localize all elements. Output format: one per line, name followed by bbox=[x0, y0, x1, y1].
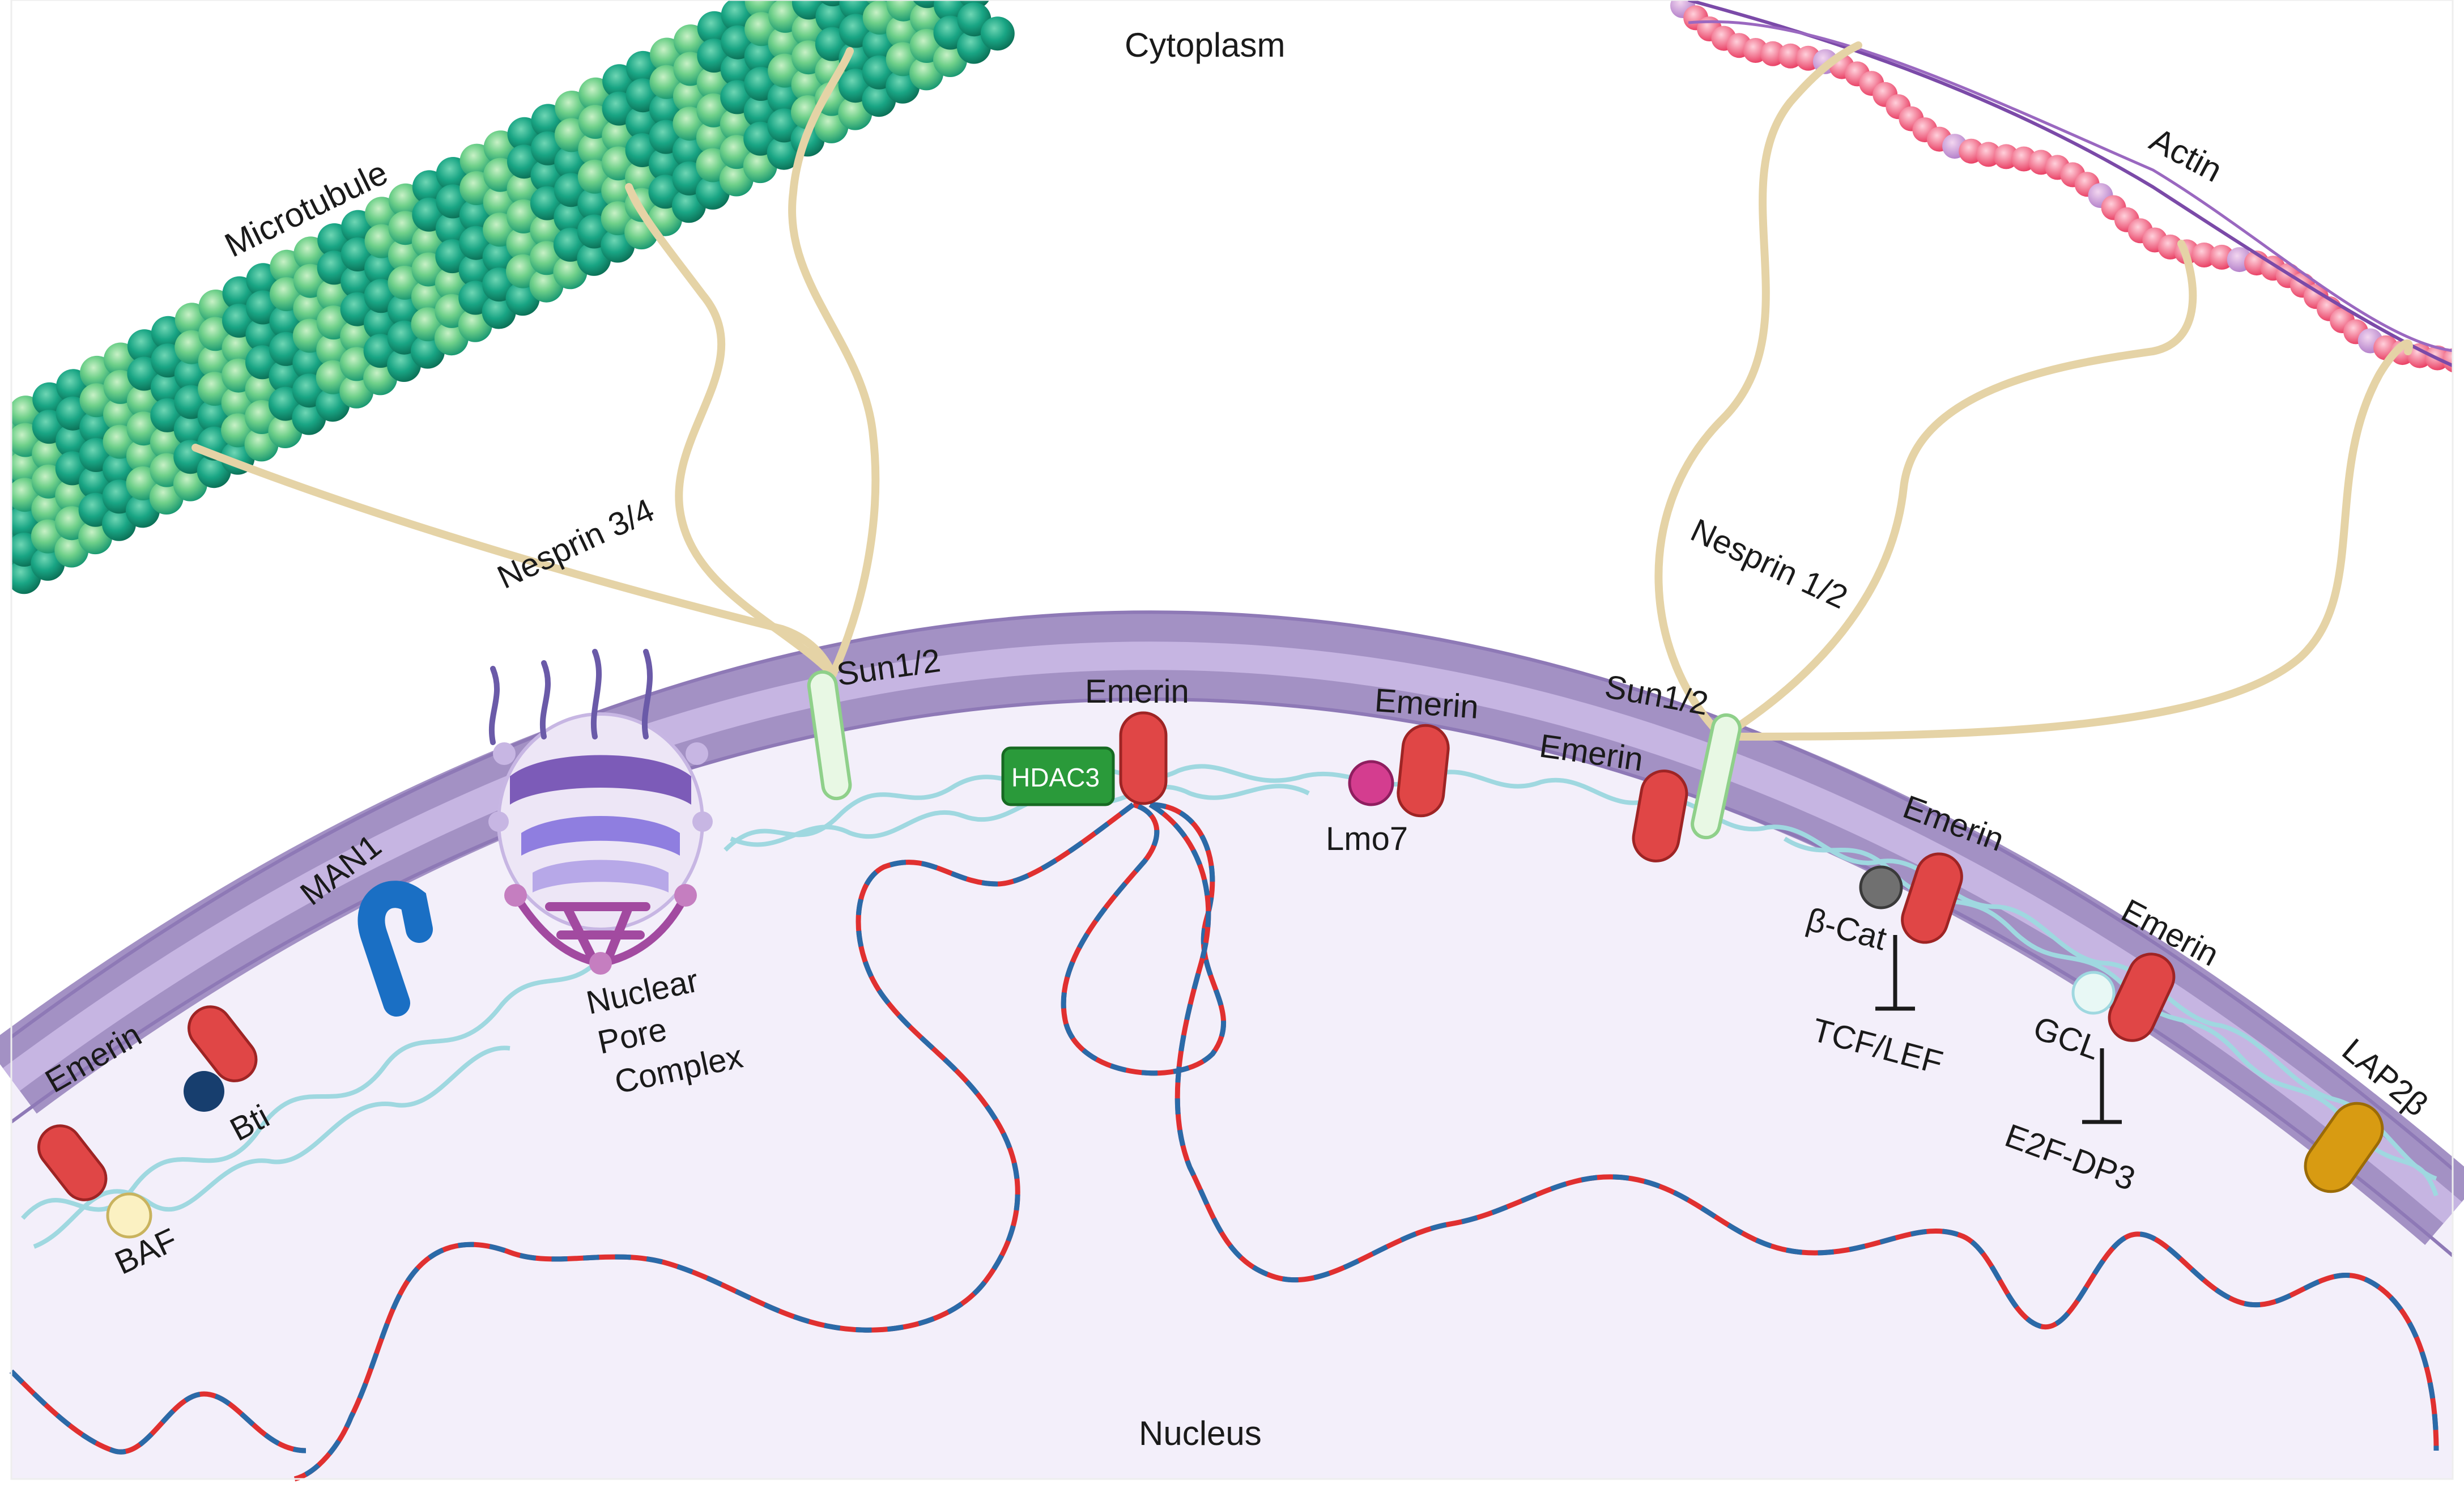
actin-label: Actin bbox=[2144, 120, 2228, 189]
sun-protein-left bbox=[807, 670, 852, 801]
microtubule bbox=[11, 0, 1015, 594]
emerin-4-shape bbox=[1397, 724, 1450, 818]
inner-membrane-band bbox=[3, 641, 2462, 1223]
bti-shape bbox=[184, 1071, 224, 1112]
beta-cat-shape bbox=[1859, 865, 1903, 909]
nesprin-1-2 bbox=[1654, 41, 2413, 741]
baf-shape bbox=[106, 1192, 152, 1239]
lmo7-label: Lmo7 bbox=[1326, 821, 1408, 857]
nesprin-3-4 bbox=[191, 47, 880, 678]
actin-subunit bbox=[2460, 351, 2464, 376]
chromatin-dna bbox=[9, 802, 2439, 1482]
hdac3-shape bbox=[1001, 746, 1115, 806]
microtubule-subunit bbox=[980, 16, 1015, 51]
gcl-shape bbox=[2071, 971, 2116, 1015]
actin-helix-line-2 bbox=[1688, 20, 2453, 352]
nucleus-label: Nucleus bbox=[1139, 1414, 1262, 1452]
figure-border bbox=[10, 0, 2454, 1480]
emerin-3-label: Emerin bbox=[1085, 673, 1189, 710]
actin-filament bbox=[1670, 0, 2464, 376]
hdac3-label: HDAC3 bbox=[1011, 763, 1100, 792]
membrane-outer-edge bbox=[10, 610, 2454, 1171]
lap2b-shape bbox=[2304, 1102, 2384, 1193]
nesprin-1-2-label: Nesprin 1/2 bbox=[1686, 512, 1853, 616]
sun-protein-right bbox=[1691, 713, 1742, 840]
emerin-6-shape bbox=[1901, 852, 1963, 944]
emerin-3-shape bbox=[1119, 711, 1168, 805]
emerin-2-shape bbox=[187, 1005, 258, 1082]
inhibition-arrows bbox=[1875, 935, 2122, 1124]
emerin-5-shape bbox=[1632, 770, 1688, 862]
man1-shape bbox=[358, 881, 433, 1017]
nuclear-pore-complex bbox=[488, 649, 713, 975]
cytoplasm-label: Cytoplasm bbox=[1125, 26, 1285, 64]
nesprin-3-4-label: Nesprin 3/4 bbox=[492, 492, 659, 596]
emerin-1-shape bbox=[37, 1124, 108, 1201]
lmo7-shape bbox=[1348, 760, 1394, 806]
emerin-4-label: Emerin bbox=[1373, 682, 1480, 726]
emerin-proteins bbox=[37, 711, 2176, 1201]
emerin-7-shape bbox=[2108, 953, 2176, 1042]
